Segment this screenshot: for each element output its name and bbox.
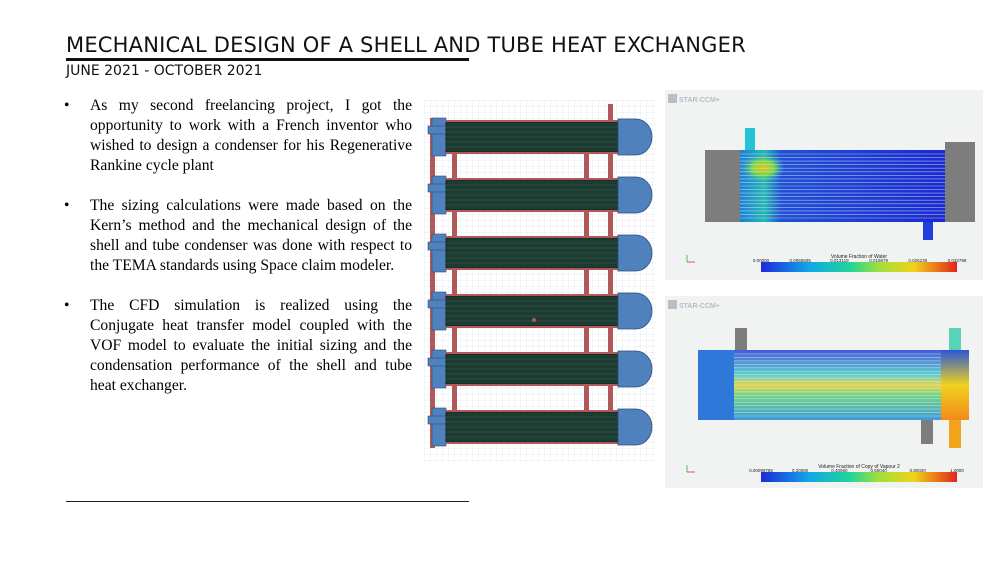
connecting-nozzle xyxy=(452,386,457,410)
logo-text: STAR-CCM+ xyxy=(679,303,720,310)
legend-tick-label: 0.80020 xyxy=(910,468,927,473)
legend-tick-label: 0.0065595 xyxy=(790,258,812,263)
bullet-list: • As my second freelancing project, I got… xyxy=(62,96,412,416)
axis-triad xyxy=(686,465,695,473)
cfd-vapour-fraction-image: STAR-CCM+ Volume Fraction of Copy of Vap… xyxy=(665,296,983,488)
color-legend-bar xyxy=(761,472,957,482)
axis-triad xyxy=(686,255,695,263)
bottom-divider xyxy=(66,501,469,502)
shell-right-head xyxy=(941,350,969,420)
legend-ticks: 0.00099785 0.20080 0.40060 0.60040 0.80020 1.… xyxy=(749,468,964,473)
connecting-nozzle xyxy=(452,212,457,236)
shell-left-head xyxy=(705,150,740,222)
page-title: MECHANICAL DESIGN OF A SHELL AND TUBE HE… xyxy=(66,33,746,57)
shell-strip xyxy=(446,178,618,180)
legend-title: Volume Fraction of Copy of Vapour 2 xyxy=(818,464,900,470)
tube-sheet xyxy=(431,349,447,389)
bullet-marker: • xyxy=(64,297,70,314)
inlet-nozzle xyxy=(735,328,747,350)
manifold-pipe xyxy=(430,118,435,448)
tube-sheet xyxy=(431,291,447,331)
legend-tick-label: 0.013119 xyxy=(830,258,849,263)
grid-background xyxy=(424,100,656,462)
bullet-text: The CFD simulation is realized using the… xyxy=(90,297,412,394)
tube-lines xyxy=(740,153,945,219)
shell-strip xyxy=(446,384,618,386)
shell-strip xyxy=(446,210,618,212)
connecting-nozzle xyxy=(452,270,457,294)
shell-left-head xyxy=(698,350,734,420)
heat-exchanger-svg xyxy=(424,100,656,462)
tube-sheet xyxy=(431,407,447,447)
legend-title: Volume Fraction of Water xyxy=(831,254,888,260)
legend-tick-label: 0.019679 xyxy=(869,258,888,263)
bullet-text: As my second freelancing project, I got … xyxy=(90,97,412,174)
connecting-nozzle xyxy=(452,154,457,178)
channel-head xyxy=(617,118,653,156)
tube-sheet xyxy=(431,233,447,273)
bullet-item: • As my second freelancing project, I got… xyxy=(62,96,412,176)
logo-text: STAR-CCM+ xyxy=(679,97,720,104)
bullet-item: • The sizing calculations were made based… xyxy=(62,196,412,276)
page-subtitle: JUNE 2021 - OCTOBER 2021 xyxy=(66,63,263,79)
bullet-text: The sizing calculations were made based … xyxy=(90,197,412,274)
shell-strip xyxy=(446,326,618,328)
channel-head xyxy=(617,176,653,214)
legend-tick-label: 0.00099785 xyxy=(749,468,773,473)
title-underline xyxy=(66,58,469,61)
legend-tick-label: 0.00000 xyxy=(753,258,770,263)
shell-strip xyxy=(446,152,618,154)
channel-head xyxy=(617,292,653,330)
starccm-logo: STAR-CCM+ xyxy=(668,300,720,310)
outlet-nozzle xyxy=(923,222,933,240)
cfd-water-fraction-image: STAR-CCM+ Volume Fraction of Water 0.000… xyxy=(665,90,983,280)
channel-head xyxy=(617,350,653,388)
bullet-item: • The CFD simulation is realized using t… xyxy=(62,296,412,396)
drain-nozzle xyxy=(949,420,961,448)
tube-sheet xyxy=(431,175,447,215)
shell-strip xyxy=(446,294,618,296)
legend-tick-label: 0.032798 xyxy=(948,258,967,263)
shell-strip xyxy=(446,442,618,444)
shell-strip xyxy=(446,410,618,412)
connecting-nozzle xyxy=(584,212,589,236)
shell-strip xyxy=(446,268,618,270)
heat-exchanger-drawing xyxy=(424,100,656,462)
legend-tick-label: 0.026238 xyxy=(908,258,927,263)
cfd-water-svg: STAR-CCM+ Volume Fraction of Water 0.000… xyxy=(668,94,975,272)
inlet-nozzle xyxy=(745,128,755,150)
cfd-vapour-svg: STAR-CCM+ Volume Fraction of Copy of Vap… xyxy=(668,300,969,482)
starccm-logo: STAR-CCM+ xyxy=(668,94,720,104)
legend-ticks: 0.00000 0.0065595 0.013119 0.019679 0.026238… xyxy=(753,258,967,263)
outlet-nozzle xyxy=(921,420,933,444)
vent-nozzle xyxy=(949,328,961,350)
channel-head xyxy=(617,408,653,446)
tube-sheet xyxy=(431,117,447,157)
connecting-nozzle xyxy=(584,328,589,352)
shell-right-head xyxy=(945,142,975,222)
legend-tick-label: 1.0000 xyxy=(950,468,964,473)
connecting-nozzle xyxy=(584,386,589,410)
color-legend-bar xyxy=(761,262,957,272)
channel-head xyxy=(617,234,653,272)
marker-dot xyxy=(532,318,536,322)
connecting-nozzle xyxy=(584,154,589,178)
connecting-nozzle xyxy=(584,270,589,294)
shell-strip xyxy=(446,352,618,354)
legend-tick-label: 0.40060 xyxy=(831,468,848,473)
shell-strip xyxy=(446,236,618,238)
legend-tick-label: 0.20080 xyxy=(792,468,809,473)
bullet-marker: • xyxy=(64,197,70,214)
bullet-marker: • xyxy=(64,97,70,114)
tube-lines xyxy=(734,353,941,417)
legend-tick-label: 0.60040 xyxy=(870,468,887,473)
connecting-nozzle xyxy=(452,328,457,352)
shell-strip xyxy=(446,120,618,122)
